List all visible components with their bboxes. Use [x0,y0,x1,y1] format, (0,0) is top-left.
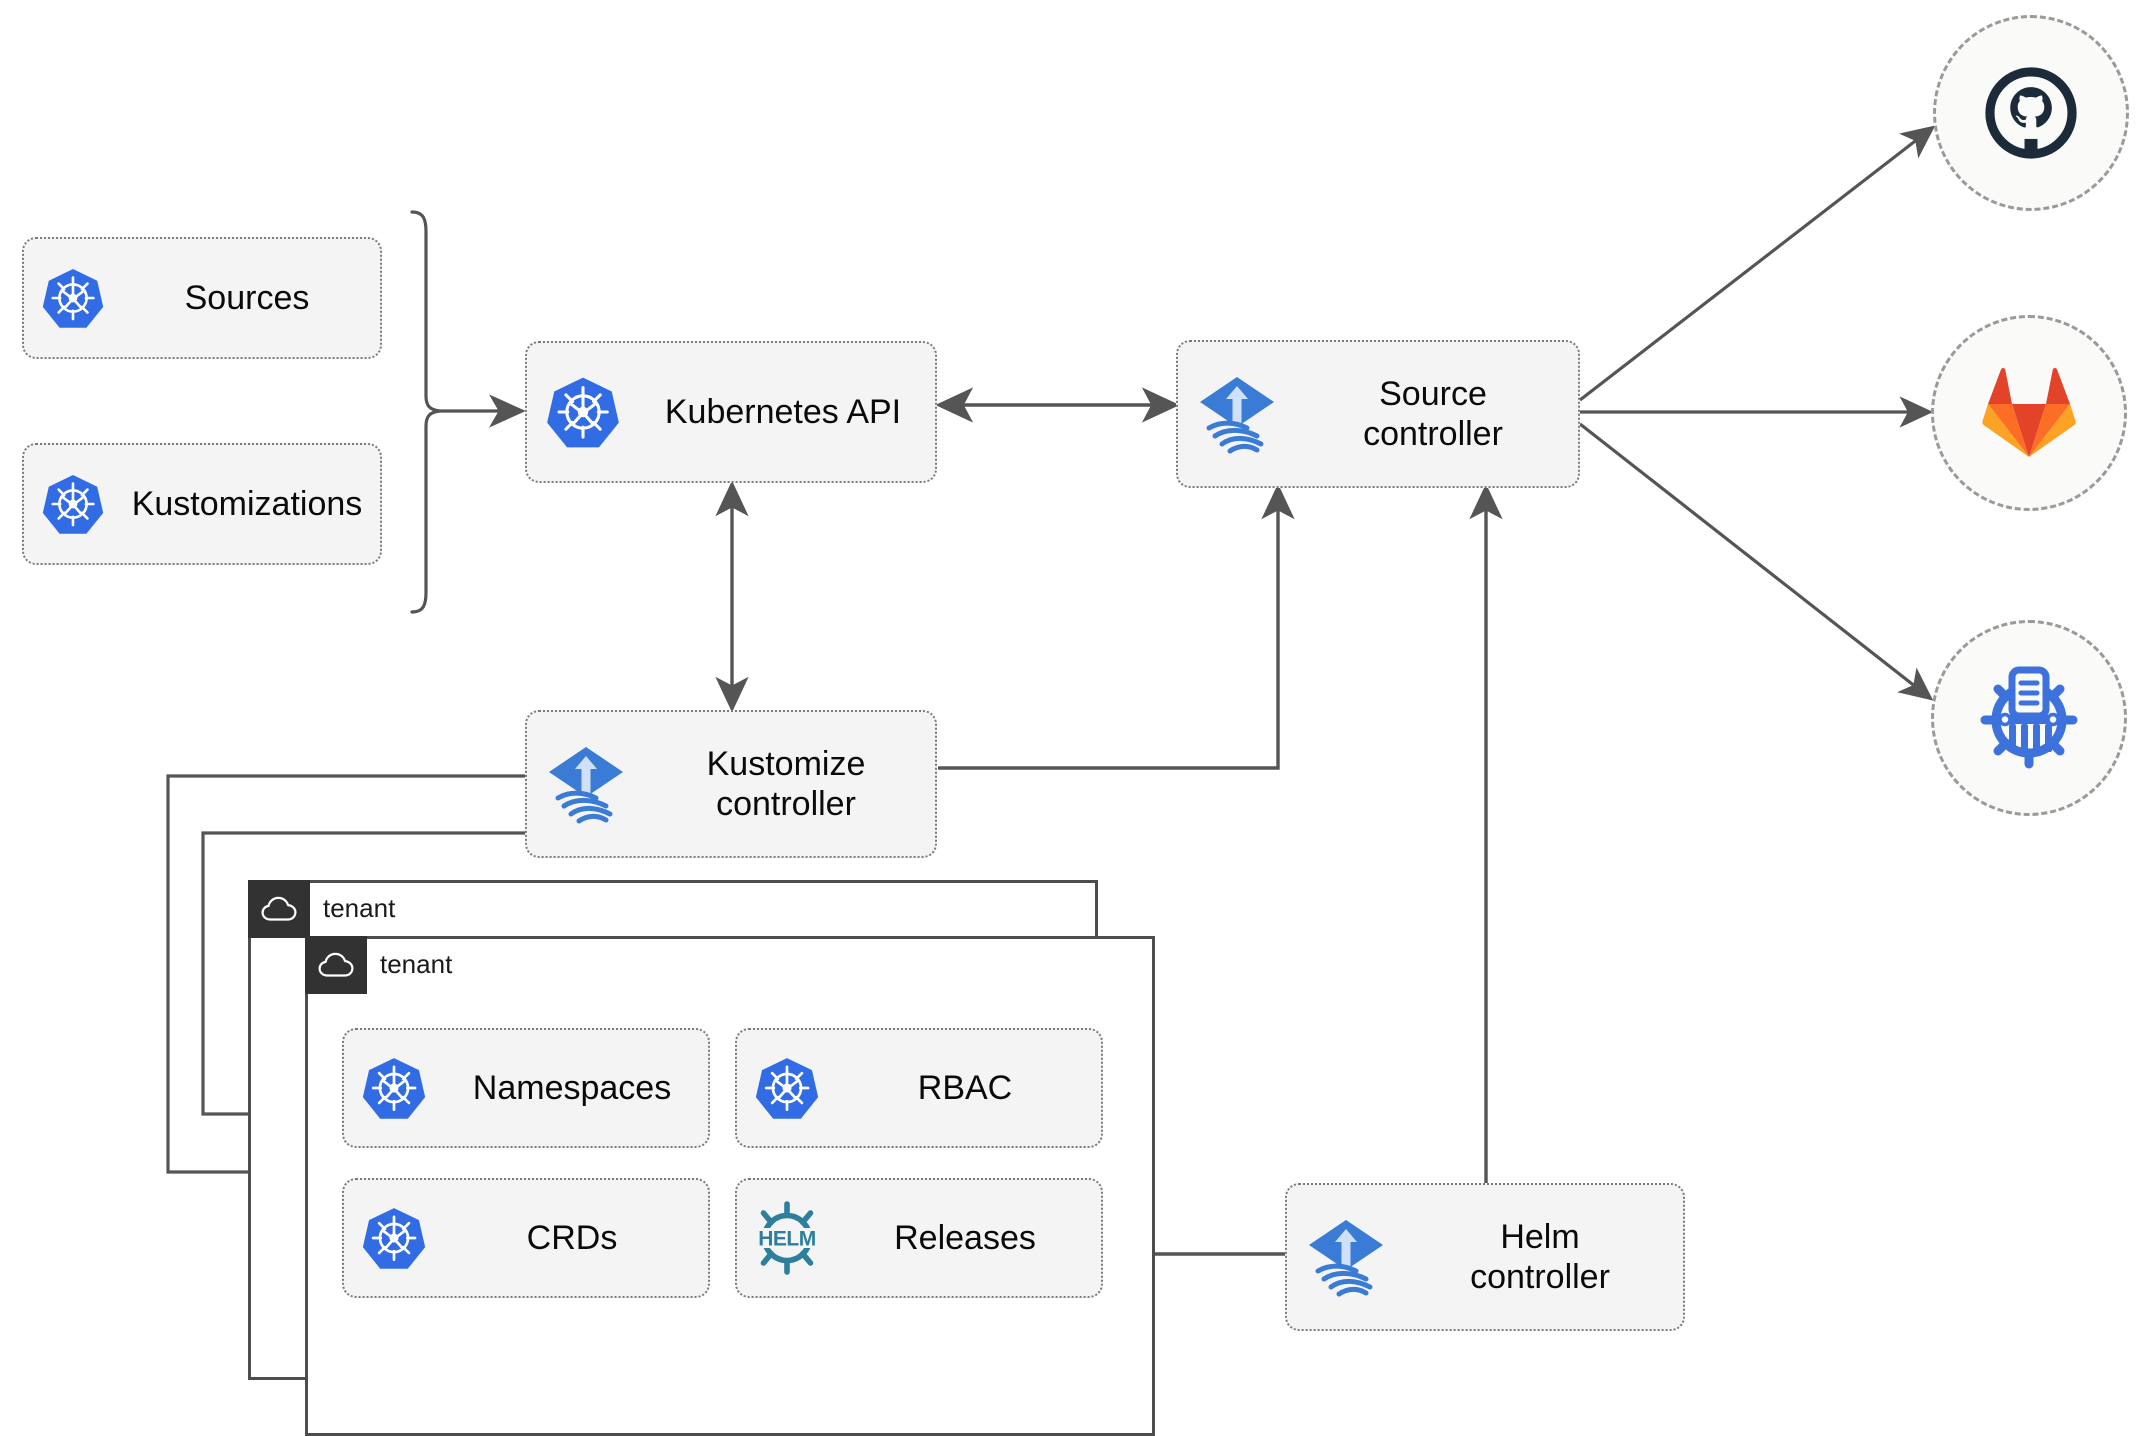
repo-gitlab[interactable] [1931,315,2127,511]
node-label: Kustomize controller [706,744,866,823]
kubernetes-icon [24,266,122,330]
node-crds[interactable]: CRDs [342,1178,710,1298]
edge-source-to-helm-repository [1579,422,1934,701]
flux-icon [527,742,645,826]
group-bracket [410,210,441,614]
node-source-controller[interactable]: Source controller [1176,340,1580,488]
node-kubernetes-api[interactable]: Kubernetes API [525,341,937,483]
node-rbac[interactable]: RBAC [735,1028,1103,1148]
node-label: Sources [184,278,310,317]
node-label: Releases [894,1218,1036,1257]
node-label: Helm controller [1470,1217,1610,1296]
edge-kustomize-to-tenant-1 [166,774,525,1188]
node-sources[interactable]: Sources [22,237,382,359]
flux-icon [1287,1215,1405,1299]
diagram-canvas: tenant tenant [22,15,2129,1436]
node-helm-controller[interactable]: Helm controller [1285,1183,1685,1331]
repo-helm[interactable] [1931,620,2127,816]
helm-icon: HELM [737,1198,837,1278]
github-icon [1985,67,2077,159]
kubernetes-icon [344,1055,444,1121]
node-kustomize-controller[interactable]: Kustomize controller [525,710,937,858]
node-label: RBAC [917,1068,1013,1107]
tenant-label: tenant [323,893,396,923]
kubernetes-icon [737,1055,837,1121]
node-label: CRDs [526,1218,618,1257]
edge-kustomize-to-source-controller [938,483,1295,770]
node-label: Kubernetes API [664,392,902,431]
cloud-icon [248,880,310,938]
helm-wheel-icon [1980,666,2078,769]
connector-layer [166,125,1936,1271]
kubernetes-icon [344,1205,444,1271]
edge-source-to-github [1579,125,1936,402]
node-label: Namespaces [472,1068,672,1107]
node-namespaces[interactable]: Namespaces [342,1028,710,1148]
node-label: Kustomizations [131,484,363,523]
tenant-label: tenant [380,949,453,979]
gitlab-icon [1982,368,2076,457]
svg-text:HELM: HELM [758,1228,816,1251]
node-kustomizations[interactable]: Kustomizations [22,443,382,565]
cloud-icon [305,936,367,994]
repo-github[interactable] [1933,15,2129,211]
flux-icon [1178,372,1296,456]
node-label: Source controller [1363,374,1503,453]
node-releases[interactable]: HELM Releases [735,1178,1103,1298]
kubernetes-icon [24,472,122,536]
kubernetes-icon [527,374,639,450]
